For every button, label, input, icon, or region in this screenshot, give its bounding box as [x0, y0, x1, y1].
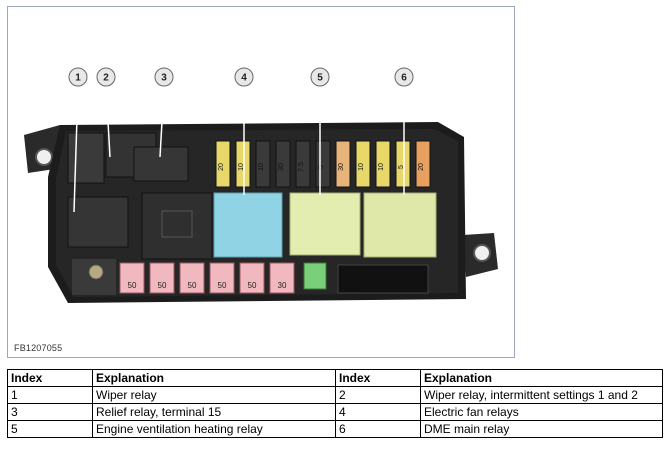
- connector-block: [337, 264, 429, 294]
- right-mounting-hole: [473, 244, 491, 262]
- callout-leader: [73, 85, 79, 213]
- index-cell: 1: [7, 386, 93, 404]
- small-fuse: [215, 140, 231, 188]
- small-fuse-label: 5: [318, 165, 325, 169]
- callout-number: 4: [241, 73, 247, 84]
- small-fuse-label: 30: [338, 163, 345, 171]
- small-fuse: [355, 140, 371, 188]
- callout-number: 2: [103, 73, 109, 84]
- header-index: Index: [7, 369, 93, 387]
- fuse-box-photo: 20 10 10 30 7.5 5 30 10 10 5 20 50 50 50 50 50 30 1 2 3 4 5…: [24, 67, 498, 303]
- small-fuse: [255, 140, 271, 188]
- relay-5: [289, 192, 361, 256]
- legend-table: Index Explanation Index Explanation 1 Wi…: [7, 369, 663, 438]
- explanation-cell: Wiper relay, intermittent settings 1 and…: [420, 386, 663, 404]
- large-fuse: [239, 262, 265, 294]
- legend-header-row: Index Explanation Index Explanation: [7, 369, 663, 387]
- callout-circle: [394, 67, 414, 87]
- left-mounting-hole: [35, 148, 53, 166]
- large-fuse: [179, 262, 205, 294]
- center-relay: [141, 192, 213, 260]
- explanation-cell: Engine ventilation heating relay: [92, 420, 336, 438]
- figure-code: FB1207055: [14, 343, 63, 353]
- green-fuse: [303, 262, 327, 290]
- large-fuse-label: 50: [128, 281, 137, 290]
- small-fuse: [235, 140, 251, 188]
- relay-4: [213, 192, 283, 258]
- callout-circle: [154, 67, 174, 87]
- large-fuse: [209, 262, 235, 294]
- small-fuse-row: 20 10 10 30 7.5 5 30 10 10 5 20: [215, 140, 431, 188]
- large-fuse: [149, 262, 175, 294]
- explanation-cell: Relief relay, terminal 15: [92, 403, 336, 421]
- small-fuse: [415, 140, 431, 188]
- large-fuse: [269, 262, 295, 294]
- small-fuse: [315, 140, 331, 188]
- callout-number: 5: [317, 73, 323, 84]
- legend-row: 1 Wiper relay 2 Wiper relay, intermitten…: [7, 386, 663, 404]
- header-explanation: Explanation: [92, 369, 336, 387]
- small-fuse-label: 5: [398, 165, 405, 169]
- small-fuse-label: 10: [238, 163, 245, 171]
- relay-1: [67, 196, 129, 248]
- small-fuse: [375, 140, 391, 188]
- callout-leader: [159, 85, 165, 158]
- small-fuse: [335, 140, 351, 188]
- callout-number: 6: [401, 73, 407, 84]
- explanation-cell: DME main relay: [420, 420, 663, 438]
- large-fuse-label: 50: [218, 281, 227, 290]
- index-cell: 3: [7, 403, 93, 421]
- large-fuse-label: 50: [158, 281, 167, 290]
- large-fuse-label: 50: [248, 281, 257, 290]
- index-cell: 4: [335, 403, 421, 421]
- callout-leader: [105, 85, 111, 158]
- small-fuse-label: 20: [218, 163, 225, 171]
- small-fuse-label: 10: [358, 163, 365, 171]
- large-fuse: [119, 262, 145, 294]
- large-fuse-label: 30: [278, 281, 287, 290]
- header-explanation-2: Explanation: [420, 369, 663, 387]
- small-fuse-label: 30: [278, 163, 285, 171]
- small-fuse-label: 20: [418, 163, 425, 171]
- header-index-2: Index: [335, 369, 421, 387]
- relay-1-top: [67, 132, 105, 184]
- callout-number: 3: [161, 73, 167, 84]
- index-cell: 6: [335, 420, 421, 438]
- small-fuse-label: 10: [258, 163, 265, 171]
- fuse-box-figure: 20 10 10 30 7.5 5 30 10 10 5 20 50 50 50 50 50 30 1 2 3 4 5…: [7, 6, 515, 358]
- relay-6: [363, 192, 437, 258]
- callout-number: 1: [75, 73, 81, 84]
- small-fuse: [395, 140, 411, 188]
- callout-circle: [68, 67, 88, 87]
- explanation-cell: Wiper relay: [92, 386, 336, 404]
- index-cell: 5: [7, 420, 93, 438]
- callout-group: 1 2 3 4 5 6: [68, 67, 414, 213]
- explanation-cell: Electric fan relays: [420, 403, 663, 421]
- large-fuse-row: 50 50 50 50 50 30: [119, 262, 295, 294]
- power-terminal-bolt: [88, 264, 104, 280]
- index-cell: 2: [335, 386, 421, 404]
- callout-circle: [96, 67, 116, 87]
- legend-row: 3 Relief relay, terminal 15 4 Electric f…: [7, 403, 663, 421]
- small-fuse: [275, 140, 291, 188]
- small-fuse-label: 7.5: [298, 162, 305, 172]
- callout-circle: [310, 67, 330, 87]
- callout-circle: [234, 67, 254, 87]
- small-fuse-label: 10: [378, 163, 385, 171]
- relay-3: [133, 146, 189, 182]
- large-fuse-label: 50: [188, 281, 197, 290]
- small-fuse: [295, 140, 311, 188]
- legend-row: 5 Engine ventilation heating relay 6 DME…: [7, 420, 663, 438]
